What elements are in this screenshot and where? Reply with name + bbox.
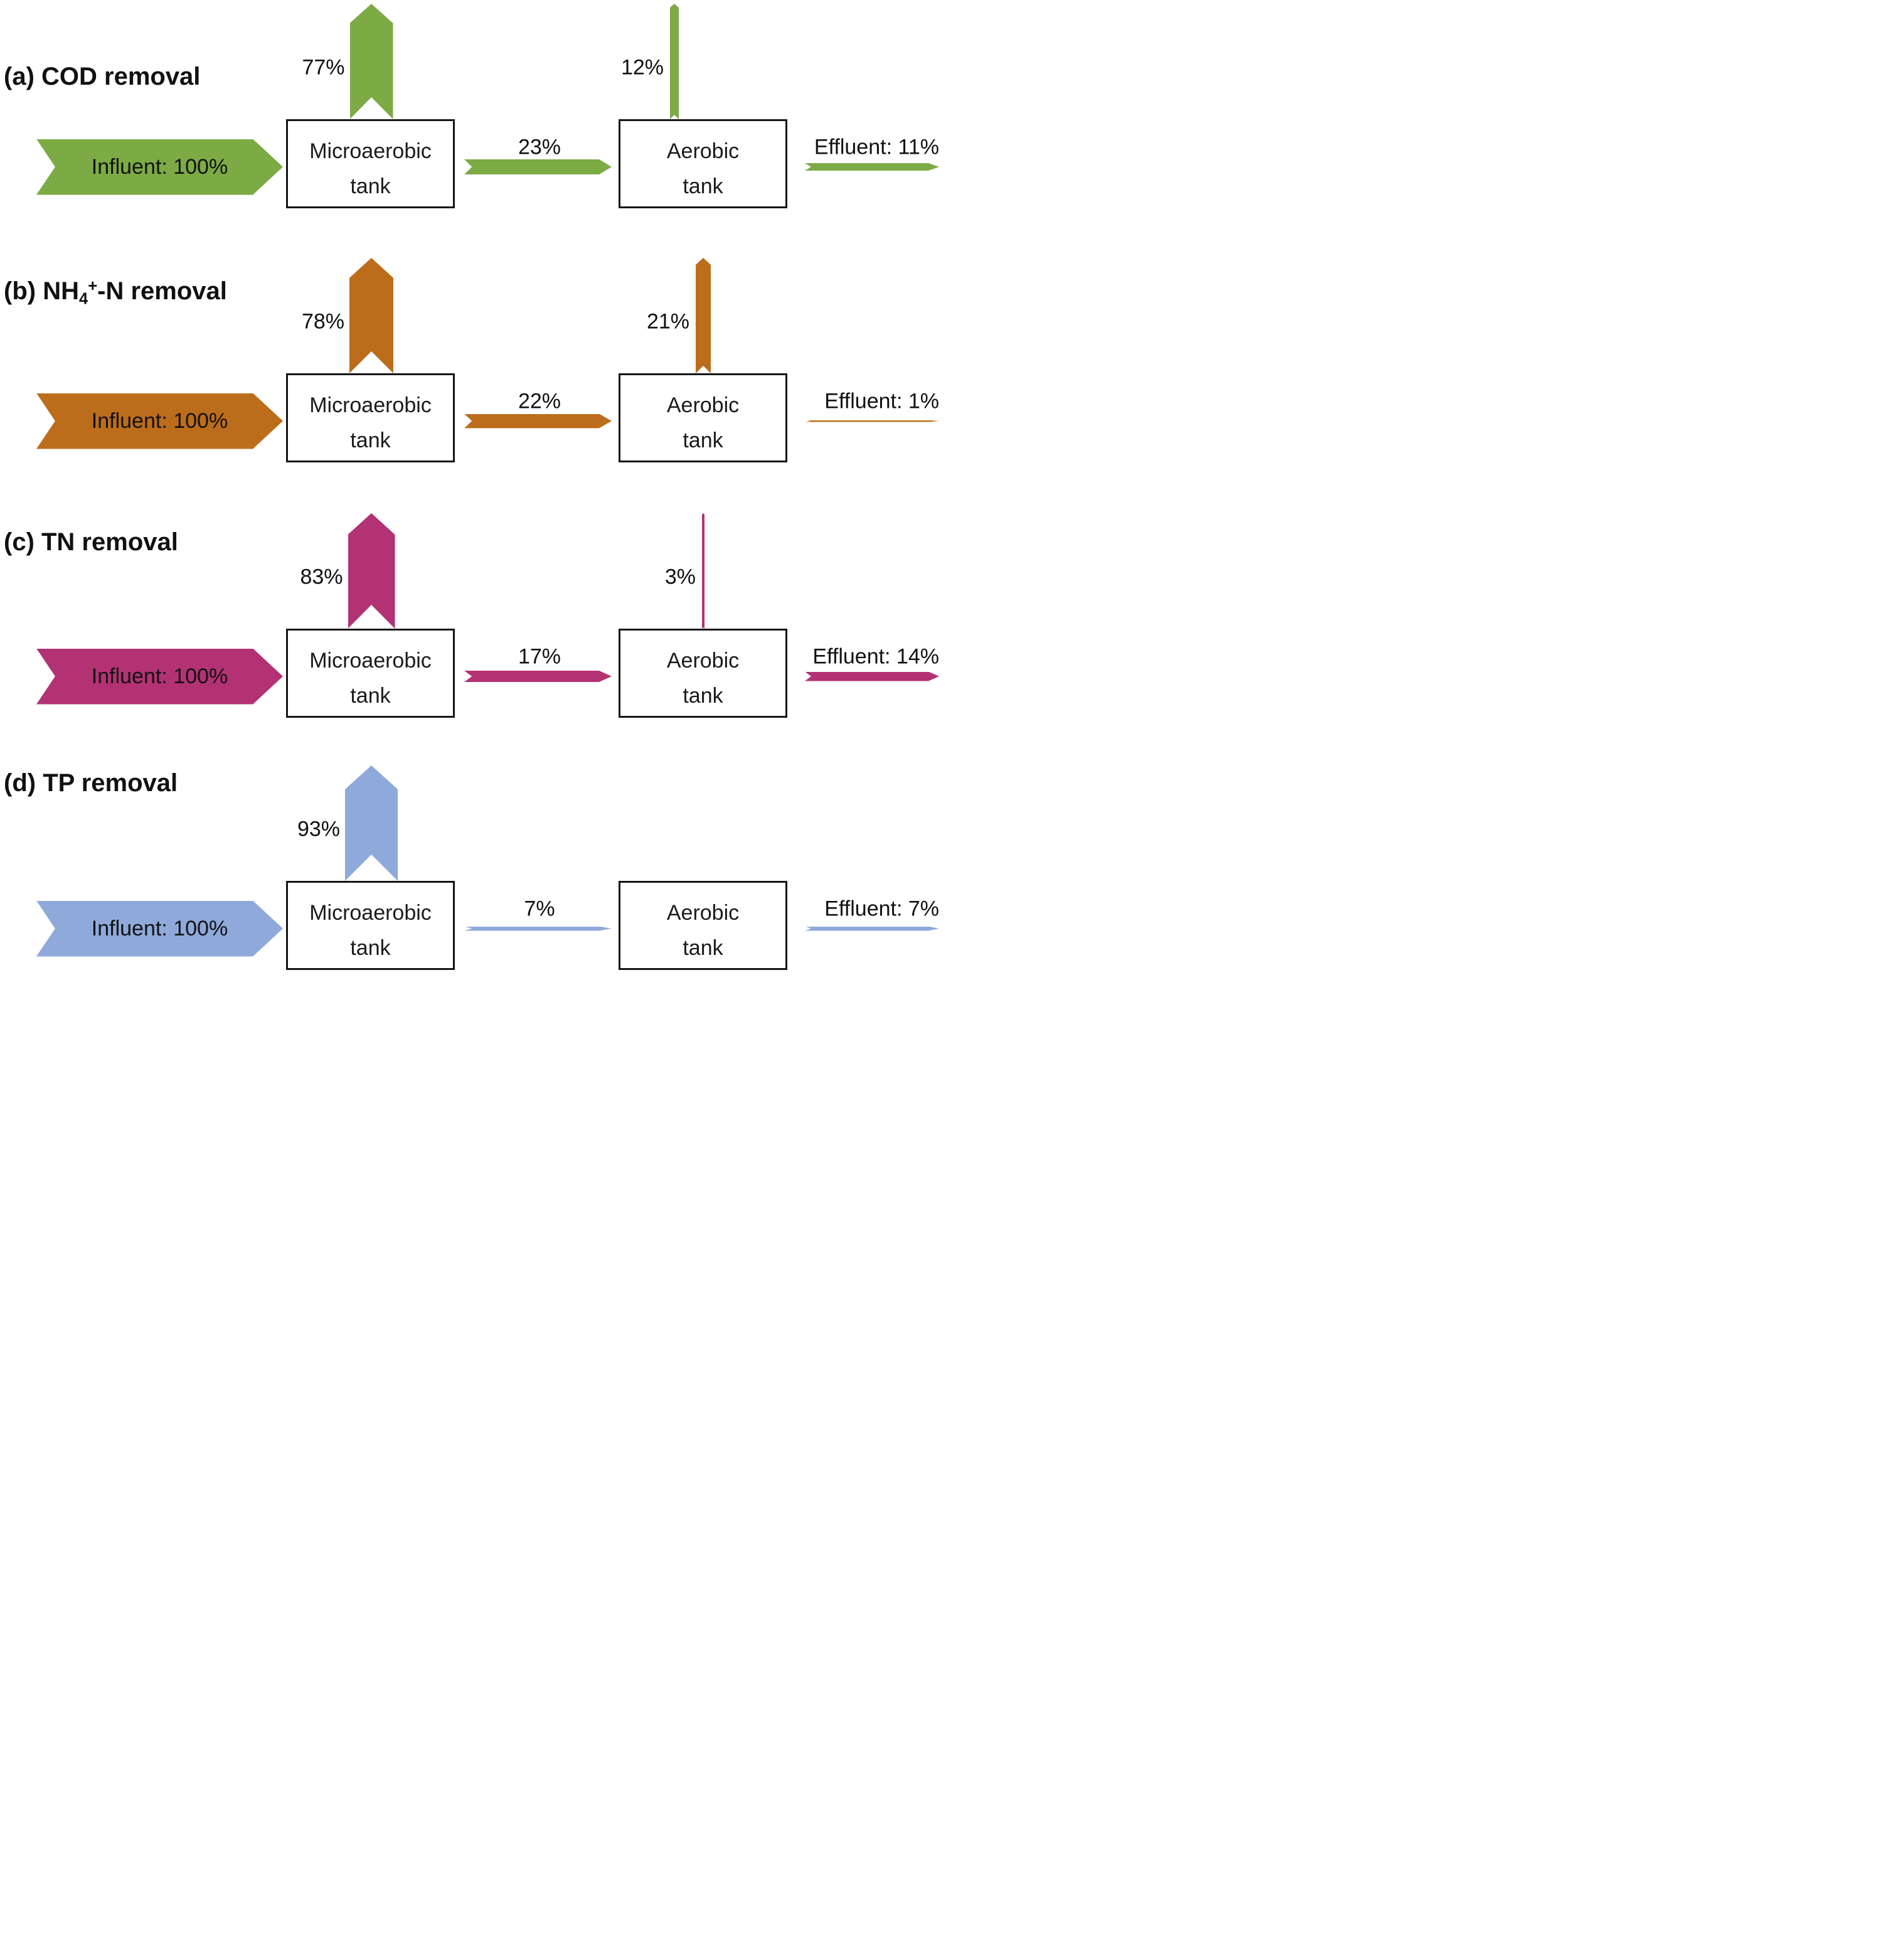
aerobic-removal-arrow [670, 4, 679, 119]
panel-title: (c) TN removal [4, 528, 178, 557]
tank-label-line: Aerobic [666, 649, 740, 673]
aerobic-removal-label: 12% [620, 55, 664, 80]
tank-label-line: Microaerobic [309, 901, 432, 925]
tank-label-line: Microaerobic [309, 649, 432, 673]
panel-title: (a) COD removal [4, 63, 200, 91]
title-part: 4 [78, 290, 88, 308]
title-part: (a) COD removal [4, 63, 201, 90]
transfer-arrow [464, 926, 612, 931]
influent-arrow: Influent: 100% [36, 648, 283, 705]
influent-arrow: Influent: 100% [36, 139, 283, 195]
microaerobic-removal-arrow [349, 258, 393, 373]
influent-label: Influent: 100% [91, 916, 228, 940]
panel-title: (d) TP removal [4, 769, 178, 797]
microaerobic-removal-arrow [349, 4, 393, 119]
transfer-label: 23% [518, 135, 561, 159]
panel-a: (a) COD removal Influent: 100% 77% 12% 2… [0, 0, 941, 245]
influent-arrow: Influent: 100% [36, 900, 283, 957]
effluent-arrow [805, 163, 939, 171]
influent-label: Influent: 100% [91, 154, 228, 179]
tank-label-line: tank [350, 429, 391, 452]
transfer-label: 7% [524, 897, 555, 921]
tank-label-line: tank [350, 936, 391, 960]
tank-label-line: Aerobic [666, 393, 740, 417]
tank-label-line: Aerobic [666, 901, 740, 925]
panel-title: (b) NH4+-N removal [4, 277, 227, 309]
figure-removal-diagrams: (a) COD removal Influent: 100% 77% 12% 2… [0, 0, 941, 980]
panel-b: (b) NH4+-N removal Influent: 100% 78% 21… [0, 245, 941, 489]
effluent-label: Effluent: 11% [814, 135, 939, 159]
transfer-arrow [464, 671, 612, 682]
microaerobic-removal-arrow [348, 513, 395, 629]
aerobic-tank-box: Aerobic tank [619, 119, 787, 208]
microaerobic-removal-label: 78% [301, 309, 344, 334]
tank-label-line: Microaerobic [309, 393, 432, 417]
microaerobic-removal-label: 83% [300, 565, 343, 589]
microaerobic-tank-box: Microaerobic tank [286, 629, 455, 718]
microaerobic-tank-box: Microaerobic tank [286, 373, 455, 462]
aerobic-tank-box: Aerobic tank [619, 373, 787, 462]
influent-label: Influent: 100% [91, 664, 228, 688]
tank-label-line: Microaerobic [309, 139, 432, 163]
effluent-arrow [805, 926, 939, 931]
microaerobic-tank-box: Microaerobic tank [286, 881, 455, 970]
tank-label-line: tank [683, 684, 723, 708]
influent-arrow: Influent: 100% [36, 393, 283, 449]
title-part: + [88, 277, 98, 296]
tank-label-line: tank [350, 684, 391, 708]
tank-label-line: tank [683, 429, 723, 452]
effluent-arrow [805, 420, 939, 422]
title-part: -N removal [97, 277, 227, 305]
transfer-label: 22% [518, 389, 561, 413]
aerobic-tank-box: Aerobic tank [619, 881, 787, 970]
aerobic-removal-label: 3% [664, 565, 696, 589]
effluent-label: Effluent: 1% [824, 389, 939, 413]
microaerobic-removal-arrow [345, 765, 398, 881]
influent-label: Influent: 100% [91, 408, 228, 433]
panel-c: (c) TN removal Influent: 100% 83% 3% 17%… [0, 489, 941, 734]
panel-d: (d) TP removal Influent: 100% 93% 7% Mic… [0, 734, 941, 980]
effluent-label: Effluent: 14% [812, 644, 939, 669]
microaerobic-removal-label: 77% [302, 55, 345, 80]
title-part: (b) NH [4, 277, 79, 305]
tank-label-line: tank [350, 174, 391, 198]
aerobic-removal-arrow [702, 513, 704, 629]
aerobic-removal-arrow [696, 258, 711, 373]
transfer-arrow [464, 159, 612, 174]
tank-label-line: Aerobic [666, 139, 740, 163]
effluent-label: Effluent: 7% [824, 897, 939, 921]
tank-label-line: tank [683, 174, 723, 198]
transfer-label: 17% [518, 644, 561, 669]
title-part: (d) TP removal [4, 769, 178, 797]
microaerobic-tank-box: Microaerobic tank [286, 119, 455, 208]
tank-label-line: tank [683, 936, 723, 960]
effluent-arrow [805, 671, 939, 681]
title-part: (c) TN removal [4, 528, 178, 556]
transfer-arrow [464, 413, 612, 429]
microaerobic-removal-label: 93% [297, 817, 340, 841]
aerobic-tank-box: Aerobic tank [619, 629, 787, 718]
aerobic-removal-label: 21% [646, 309, 689, 334]
